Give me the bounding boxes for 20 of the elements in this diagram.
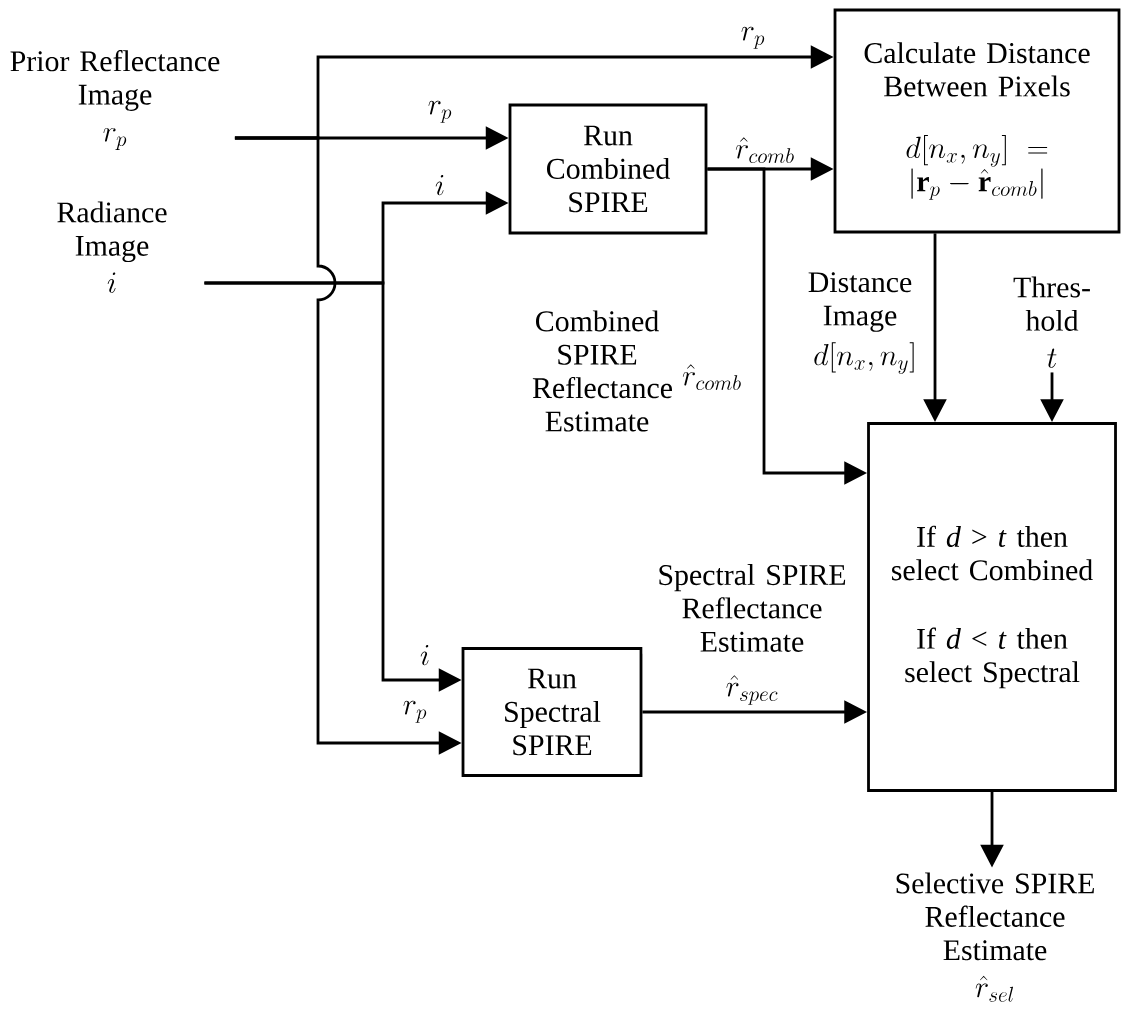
decision-box: If d > t then select Combined If d < t then select Spectral [867, 422, 1117, 792]
process-box: Run Spectral SPIRE [461, 647, 643, 777]
input-label: Radiance Image $i$ [57, 201, 167, 293]
edge-label: Distance Image [798, 270, 922, 334]
signal-label: $\hat{r}_{comb}$ [682, 364, 741, 391]
process-box: Run Combined SPIRE [508, 103, 708, 235]
signal-label: $\hat{r}_{spec}$ [726, 675, 778, 705]
signal-label: $d[n_x, n_y]$ [814, 342, 914, 374]
input-label: Prior Reflectance Image $r_p$ [10, 50, 220, 150]
edge-label: $i$ [418, 643, 432, 667]
output-label: Selective SPIRE Reflectance Estimate $\hat{r}_{sel}$ [896, 872, 1094, 1002]
process-box: Calculate Distance Between Pixels $d[n_x, n_y] = \left|\mathbf{r}_p - \hat{\mathbf{r}}_{comb}\right|$ [833, 8, 1121, 234]
edge-label: $r_p$ [425, 99, 455, 125]
edge-label: $i$ [433, 173, 447, 197]
edge-label: Spectral SPIRE Reflectance Estimate [642, 562, 862, 654]
edge-label: $r_p$ [400, 699, 430, 725]
edge-label: $r_p$ [738, 25, 768, 51]
edge-label: $\hat{r}_{comb}$ [733, 135, 797, 165]
input-label: Thres- hold $t$ [1013, 276, 1090, 368]
edge-label: Combined SPIRE Reflectance Estimate [530, 308, 672, 434]
